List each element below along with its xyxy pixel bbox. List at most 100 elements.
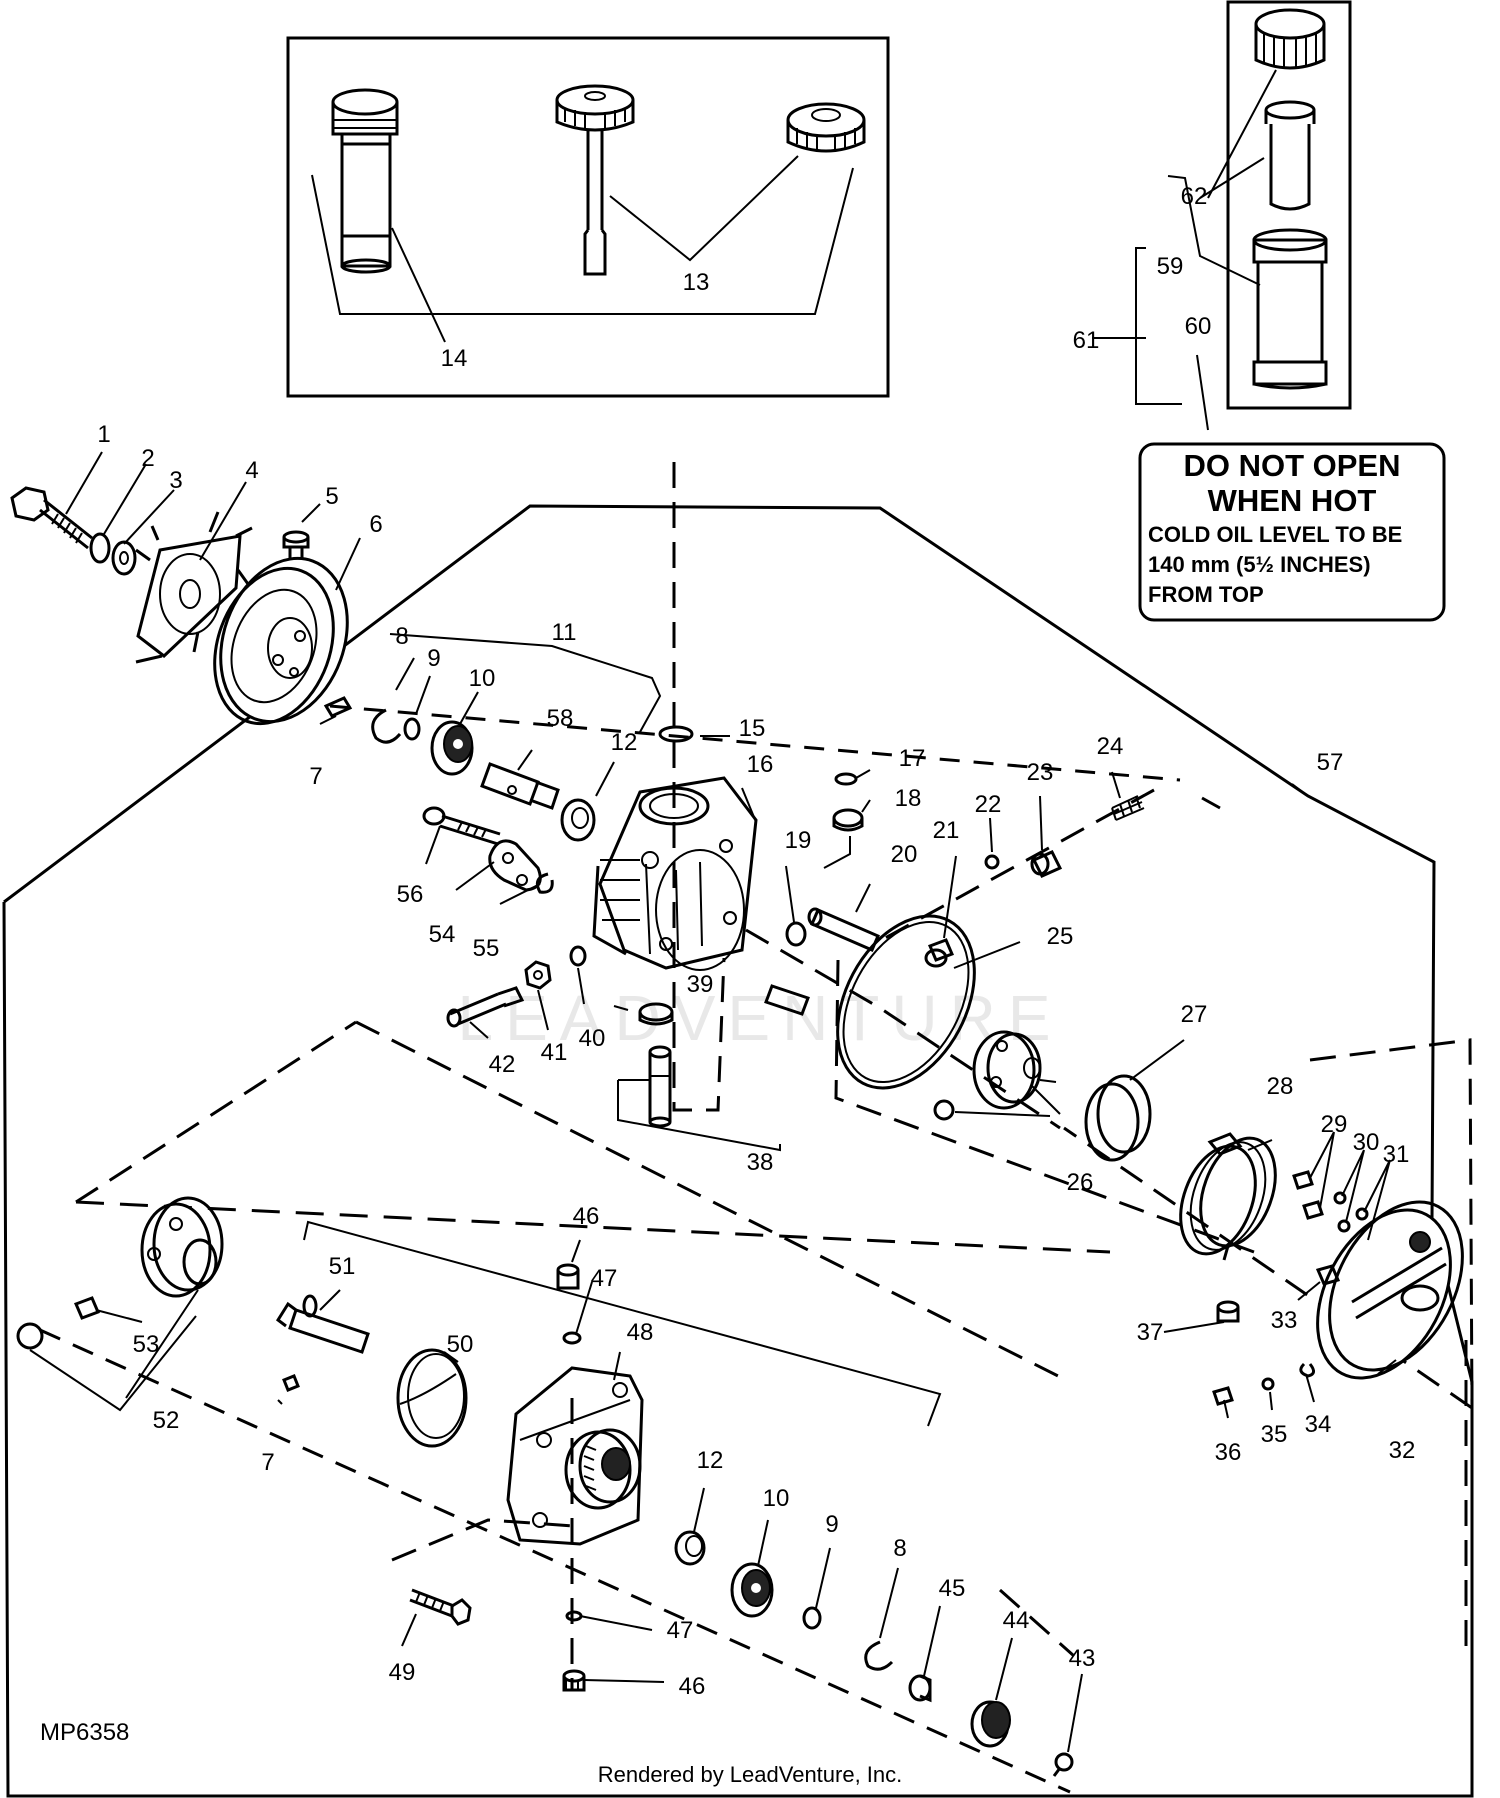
part-50-ring <box>396 1348 468 1448</box>
callout-26: 26 <box>1067 1169 1094 1196</box>
part-34-spring <box>1299 1362 1315 1378</box>
part-24-spring <box>1111 795 1145 821</box>
part-30-balls <box>1333 1191 1351 1233</box>
part-46-plug-bottom <box>562 1669 586 1692</box>
part-1-bolt <box>10 486 93 550</box>
part-53-plug <box>74 1296 100 1320</box>
part-51-shaft <box>275 1294 370 1354</box>
callout-12-lower: 12 <box>697 1447 724 1474</box>
callout-52: 52 <box>153 1407 180 1434</box>
callout-50: 50 <box>447 1331 474 1358</box>
part-26-ball <box>933 1099 955 1121</box>
part-9-oring-lower <box>802 1606 822 1630</box>
callout-30: 30 <box>1353 1129 1380 1156</box>
callout-2: 2 <box>141 445 154 472</box>
callout-41: 41 <box>541 1039 568 1066</box>
callout-labels: 1 2 3 4 5 6 7 8 9 10 11 12 13 14 15 16 1… <box>97 183 1415 1700</box>
part-13-dipstick <box>555 84 635 276</box>
part-43-clip <box>1052 1752 1074 1777</box>
part-7-key <box>323 696 353 718</box>
part-22-ball <box>984 854 1000 870</box>
callout-12: 12 <box>611 729 638 756</box>
warning-line-2: WHEN HOT <box>1208 483 1377 518</box>
figure-id: MP6358 <box>40 1719 129 1746</box>
callout-22: 22 <box>975 791 1002 818</box>
part-12-seal-lower <box>674 1530 706 1566</box>
callout-8: 8 <box>395 623 408 650</box>
part-27-ring <box>1084 1074 1152 1162</box>
part-35-ball <box>1261 1377 1275 1391</box>
callout-59: 59 <box>1157 253 1184 280</box>
callout-5: 5 <box>325 483 338 510</box>
inset-box-filler <box>1226 0 1352 410</box>
callout-25: 25 <box>1047 923 1074 950</box>
callout-15: 15 <box>739 715 766 742</box>
callout-47-lower: 47 <box>667 1617 694 1644</box>
callout-53: 53 <box>133 1331 160 1358</box>
callout-38: 38 <box>747 1149 774 1176</box>
part-10-bearing <box>430 720 474 776</box>
callout-43: 43 <box>1069 1645 1096 1672</box>
part-23-valve <box>1030 850 1063 878</box>
callout-10-lower: 10 <box>763 1485 790 1512</box>
part-2-lockwasher <box>89 532 111 564</box>
part-7-key-lower <box>282 1374 300 1392</box>
callout-32: 32 <box>1389 1437 1416 1464</box>
callout-19: 19 <box>785 827 812 854</box>
part-8-snapring <box>371 708 402 744</box>
part-52-ball <box>16 1322 44 1350</box>
callout-61: 61 <box>1073 327 1100 354</box>
callout-8-lower: 8 <box>893 1535 906 1562</box>
callout-31: 31 <box>1383 1141 1410 1168</box>
part-13-cap <box>786 102 866 153</box>
part-33-plug <box>1315 1264 1341 1286</box>
part-54-clamp <box>488 839 542 892</box>
callout-16: 16 <box>747 751 774 778</box>
assembly-outline-57 <box>2 504 1474 1798</box>
part-45-spacer <box>908 1674 932 1703</box>
callout-18: 18 <box>895 785 922 812</box>
part-58-shaft <box>480 762 560 810</box>
callout-48: 48 <box>627 1319 654 1346</box>
part-56-bolt <box>422 806 501 846</box>
part-28-band <box>1179 1132 1277 1261</box>
part-49-bolt <box>409 1588 472 1626</box>
callout-34: 34 <box>1305 1411 1332 1438</box>
callout-35: 35 <box>1261 1421 1288 1448</box>
part-6-pulley <box>213 556 349 726</box>
callout-45: 45 <box>939 1575 966 1602</box>
part-3-washer <box>111 540 137 576</box>
warning-line-1: DO NOT OPEN <box>1183 448 1400 483</box>
callout-62: 62 <box>1181 183 1208 210</box>
warning-decal: DO NOT OPEN WHEN HOT COLD OIL LEVEL TO B… <box>1138 442 1446 622</box>
callout-58: 58 <box>547 705 574 732</box>
callout-60: 60 <box>1185 313 1212 340</box>
part-29-plugs <box>1292 1170 1324 1220</box>
part-12-seal <box>560 798 596 842</box>
part-48-housing <box>506 1366 644 1546</box>
callout-51: 51 <box>329 1253 356 1280</box>
part-41-nut <box>524 960 552 990</box>
callout-46: 46 <box>573 1203 600 1230</box>
part-26-collar <box>972 1030 1042 1110</box>
callout-9: 9 <box>427 645 440 672</box>
part-21-fitting <box>924 938 954 968</box>
callout-23: 23 <box>1027 759 1054 786</box>
callout-14: 14 <box>441 345 468 372</box>
callout-11: 11 <box>552 619 577 646</box>
callout-36: 36 <box>1215 1439 1242 1466</box>
part-38-shaft <box>648 1045 672 1128</box>
part-52-collar <box>140 1196 224 1298</box>
callout-40: 40 <box>579 1025 606 1052</box>
callout-6: 6 <box>369 511 382 538</box>
callout-47: 47 <box>591 1265 618 1292</box>
callout-29: 29 <box>1321 1111 1348 1138</box>
callout-54: 54 <box>429 921 456 948</box>
warning-line-5: FROM TOP <box>1148 582 1264 607</box>
callout-57: 57 <box>1317 749 1344 776</box>
part-46-plug-top <box>556 1263 580 1290</box>
part-20-pin <box>807 907 880 952</box>
part-8-snapring-lower <box>864 1640 894 1671</box>
callout-9-lower: 9 <box>825 1511 838 1538</box>
